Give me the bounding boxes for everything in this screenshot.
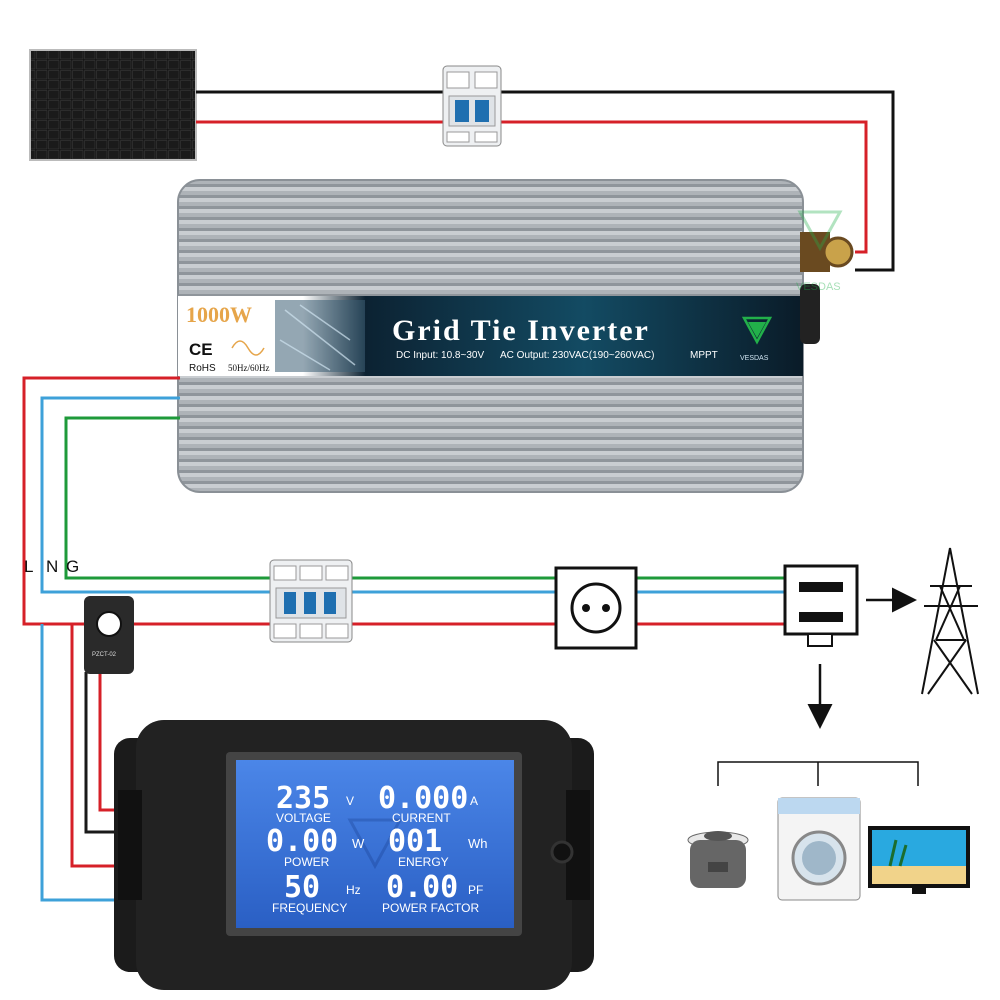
power-unit: W	[352, 836, 365, 851]
meter-watermark	[347, 818, 403, 870]
ce-mark: CE	[189, 340, 213, 359]
washing-machine-icon	[777, 797, 861, 901]
frequency-label: FREQUENCY	[272, 901, 347, 915]
power-label: POWER	[284, 855, 330, 869]
inverter-brand: VESDAS	[740, 355, 769, 362]
frequency-unit: Hz	[346, 883, 361, 897]
wall-socket	[554, 566, 638, 650]
ct-clamp-label: PZCT-02	[92, 652, 117, 658]
energy-label: ENERGY	[398, 855, 449, 869]
inverter-ac-output: AC Output: 230VAC(190~260VAC)	[500, 350, 654, 361]
dc-wires	[196, 90, 895, 272]
transmission-tower-icon	[921, 547, 979, 695]
dc-terminal	[800, 232, 854, 344]
power-factor-value: 0.00	[386, 870, 458, 905]
tv-icon	[868, 826, 970, 894]
energy-unit: Wh	[468, 836, 488, 851]
wire-label-live: L	[24, 557, 33, 576]
current-value: 0.000	[378, 781, 468, 816]
power-factor-label: POWER FACTOR	[382, 901, 479, 915]
inverter-dc-input: DC Input: 10.8~30V	[396, 350, 484, 361]
power-value: 0.00	[266, 824, 338, 859]
load-lines	[717, 761, 919, 786]
wire-label-ground: G	[66, 557, 79, 576]
vesdas-logo-icon	[741, 316, 773, 345]
dc-breaker	[442, 65, 502, 147]
solar-panel	[29, 49, 197, 161]
current-unit: A	[470, 794, 478, 808]
watermark-brand: VESDAS	[796, 281, 841, 293]
wire-label-neutral: N	[46, 557, 58, 576]
meter-lcd-screen	[236, 760, 514, 928]
rohs-mark: RoHS	[189, 363, 216, 374]
inverter-mppt: MPPT	[690, 350, 718, 361]
energy-value: 001	[388, 824, 442, 859]
rice-cooker-icon	[687, 831, 749, 888]
frequency-value: 50	[284, 870, 320, 905]
inverter-power-rating: 1000W	[186, 302, 252, 327]
watermark-logo	[797, 210, 843, 252]
voltage-label: VOLTAGE	[276, 811, 331, 825]
current-label: CURRENT	[392, 811, 451, 825]
grid-tie-inverter	[177, 179, 854, 493]
power-meter-device	[114, 720, 594, 990]
inverter-frequency-label: 50Hz/60Hz	[228, 363, 270, 373]
inverter-title: Grid Tie Inverter	[392, 314, 650, 347]
sine-wave-icon	[231, 340, 265, 356]
voltage-value: 235	[276, 781, 330, 816]
voltage-unit: V	[346, 794, 354, 808]
ac-breaker	[269, 559, 353, 643]
power-factor-unit: PF	[468, 883, 483, 897]
current-transformer-clamp	[84, 596, 134, 674]
electricity-meter-box	[783, 564, 859, 647]
meter-button	[550, 840, 574, 864]
